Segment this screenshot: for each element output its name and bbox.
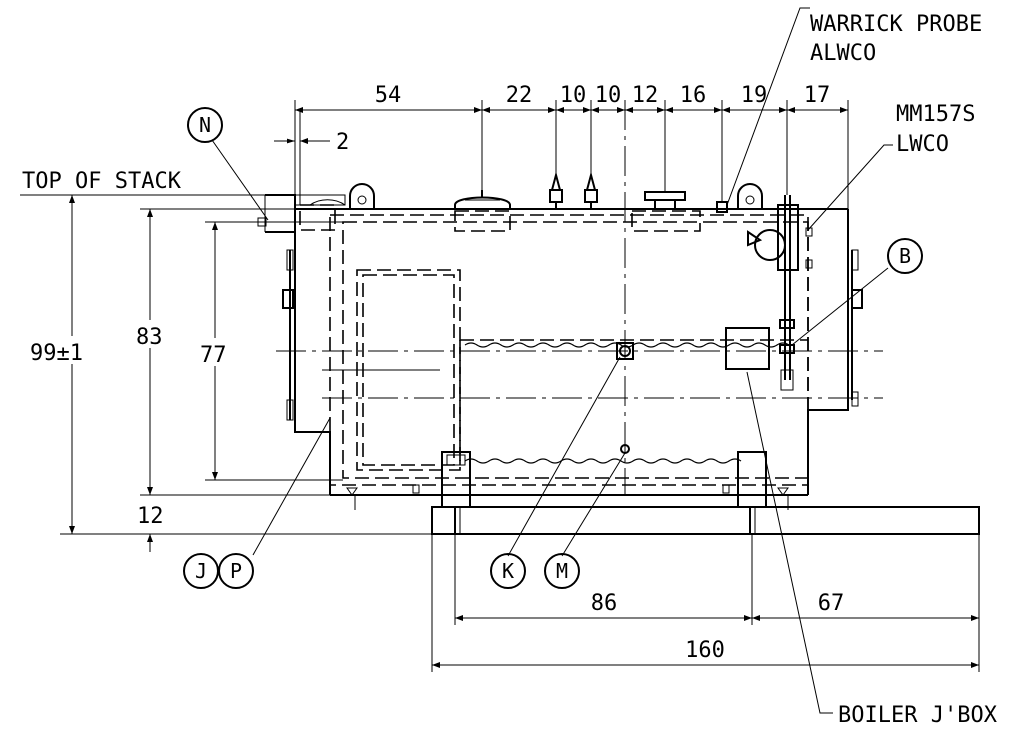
center-lines xyxy=(276,100,883,495)
safety-valve-1 xyxy=(549,171,563,209)
left-dimensions: 99±1 83 77 12 TOP OF STACK xyxy=(20,169,432,552)
dim-10a: 10 xyxy=(560,83,587,108)
dim-19: 19 xyxy=(741,83,768,108)
svg-text:M: M xyxy=(556,559,568,583)
dim-2: 2 xyxy=(336,130,349,155)
label-top-of-stack: TOP OF STACK xyxy=(22,169,182,194)
callout-n: N xyxy=(187,107,223,143)
callout-p: P xyxy=(218,553,254,589)
dim-54: 54 xyxy=(375,83,402,108)
svg-text:K: K xyxy=(502,559,514,583)
label-mm157s: MM157S xyxy=(896,102,975,127)
lwco-column xyxy=(747,195,813,391)
dim-83: 83 xyxy=(136,325,163,350)
dim-67: 67 xyxy=(818,591,845,616)
boiler-junction-box xyxy=(725,327,770,370)
top-dimensions: 54 22 10 10 12 16 19 17 2 xyxy=(274,83,849,209)
base-skid xyxy=(431,506,980,535)
leaders xyxy=(211,7,893,714)
dim-86: 86 xyxy=(591,591,618,616)
svg-text:J: J xyxy=(195,559,207,583)
dim-77: 77 xyxy=(200,343,227,368)
steam-outlet xyxy=(644,191,686,210)
label-lwco: LWCO xyxy=(896,132,949,157)
svg-text:B: B xyxy=(899,244,911,268)
dim-16: 16 xyxy=(680,83,707,108)
dim-12: 12 xyxy=(632,83,659,108)
boiler-shell xyxy=(257,171,863,510)
svg-text:N: N xyxy=(199,113,211,137)
callout-b: B xyxy=(887,238,923,274)
dim-22: 22 xyxy=(506,83,533,108)
dim-17: 17 xyxy=(804,83,831,108)
label-boiler-jbox: BOILER J'BOX xyxy=(838,703,998,728)
text-labels: WARRICK PROBE ALWCO MM157S LWCO BOILER J… xyxy=(810,12,998,728)
label-alwco: ALWCO xyxy=(810,41,876,66)
safety-valve-2 xyxy=(584,171,598,209)
dim-base-height: 12 xyxy=(137,504,164,529)
dim-10b: 10 xyxy=(595,83,622,108)
label-warrick-probe: WARRICK PROBE xyxy=(810,12,982,37)
hidden-lines xyxy=(299,204,809,486)
callout-m: M xyxy=(544,553,580,589)
callout-circles: N B J P K M xyxy=(183,107,923,589)
callout-j: J xyxy=(183,553,219,589)
water-level-lines xyxy=(464,342,790,464)
svg-text:P: P xyxy=(230,559,242,583)
bottom-dimensions: 86 67 160 xyxy=(431,534,980,672)
dim-overall-height: 99±1 xyxy=(30,341,83,366)
callout-k: K xyxy=(490,553,526,589)
dim-160: 160 xyxy=(685,638,725,663)
